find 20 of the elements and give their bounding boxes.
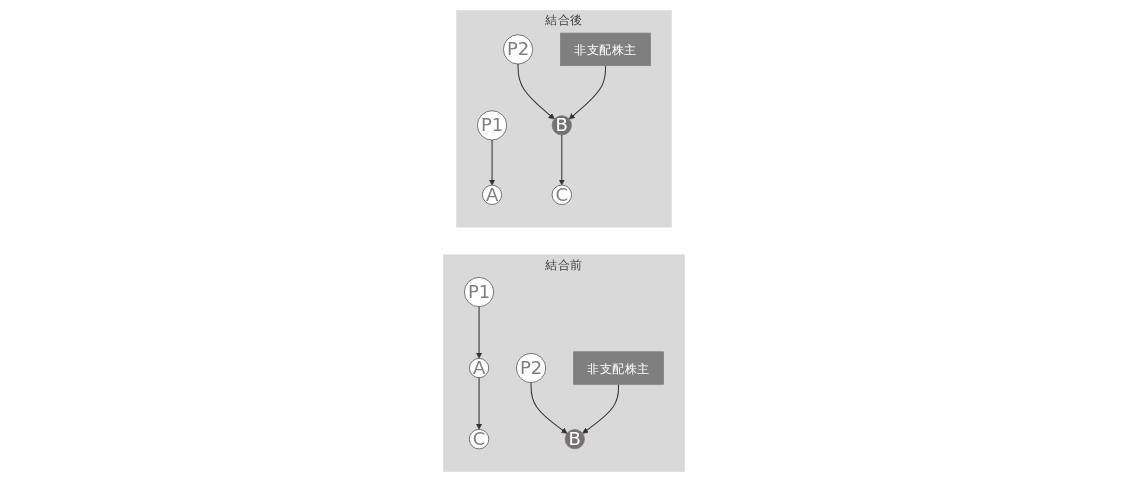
node-circle: C <box>468 429 490 450</box>
node-circle: P1 <box>464 277 495 308</box>
arrow <box>476 306 483 359</box>
arrow <box>476 377 483 430</box>
arrow <box>558 134 565 186</box>
arrow <box>582 383 620 434</box>
arrow <box>517 63 555 120</box>
node-circle: P1 <box>477 110 508 141</box>
node-circle: P2 <box>516 353 547 384</box>
arrow <box>530 382 568 434</box>
node-circle: B <box>551 115 572 136</box>
node-box: 非支配株主 <box>560 32 651 66</box>
arrow <box>568 65 607 120</box>
node-box: 非支配株主 <box>573 351 664 385</box>
node-circle: P2 <box>503 34 534 65</box>
node-circle: B <box>564 429 585 450</box>
arrow <box>489 139 496 186</box>
node-circle: A <box>482 184 503 205</box>
node-circle: A <box>469 358 490 379</box>
node-circle: C <box>551 184 572 205</box>
